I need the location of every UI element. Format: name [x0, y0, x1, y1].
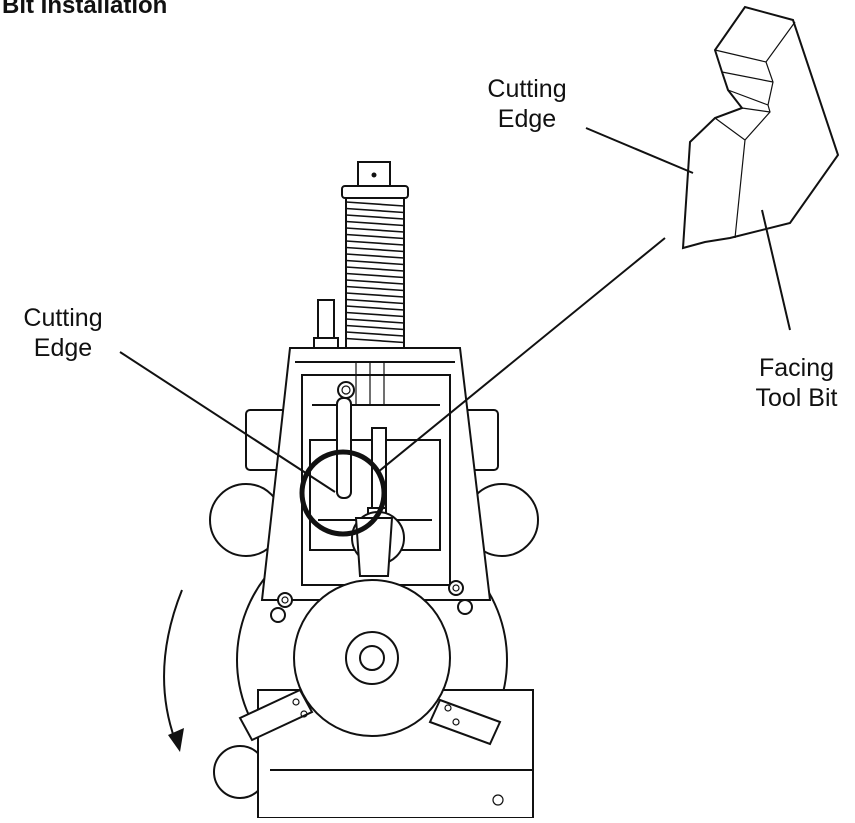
- spring-coil: [345, 240, 405, 246]
- spring-coil: [345, 311, 405, 318]
- spring-coil: [345, 285, 405, 292]
- label-line: Cutting: [23, 304, 103, 332]
- spring-coil: [345, 337, 405, 344]
- label-line: Facing: [758, 354, 835, 382]
- spring-coil: [345, 220, 405, 227]
- spring-coil: [345, 259, 405, 266]
- page-title: Bit Installation: [2, 0, 168, 19]
- spring-coil: [345, 214, 405, 220]
- label-facing-tool-bit: Facing Tool Bit: [738, 353, 855, 413]
- facing-tool-bit-drawing: [681, 5, 840, 250]
- spring-coil: [345, 324, 405, 331]
- spring-coil: [345, 272, 405, 279]
- label-line: Edge: [33, 334, 93, 362]
- label-line: Tool Bit: [755, 384, 838, 412]
- spring-coil: [345, 246, 405, 253]
- spring-coil: [345, 266, 405, 272]
- spring-coil: [345, 331, 405, 337]
- spring-coil: [345, 305, 405, 311]
- main-housing: [209, 347, 539, 819]
- spring-assembly: [313, 161, 409, 351]
- label-line: Cutting: [487, 75, 567, 103]
- spring-coil: [345, 279, 405, 285]
- spring-coil: [345, 207, 405, 214]
- spring-coil: [345, 253, 405, 259]
- spring-coil: [345, 298, 405, 305]
- spring-coil: [345, 233, 405, 240]
- spring-coils: [345, 201, 405, 344]
- spring-coil: [345, 318, 405, 324]
- leader-lines: [119, 127, 791, 493]
- spring-coil: [345, 201, 405, 207]
- spring-coil: [345, 292, 405, 298]
- label-cutting-edge-top: Cutting Edge: [468, 74, 586, 134]
- rotation-arrow: [163, 589, 184, 752]
- label-line: Edge: [497, 105, 557, 133]
- cutting-edge-highlight-circle: [299, 449, 387, 537]
- label-cutting-edge-left: Cutting Edge: [4, 303, 122, 363]
- spring-coil: [345, 227, 405, 233]
